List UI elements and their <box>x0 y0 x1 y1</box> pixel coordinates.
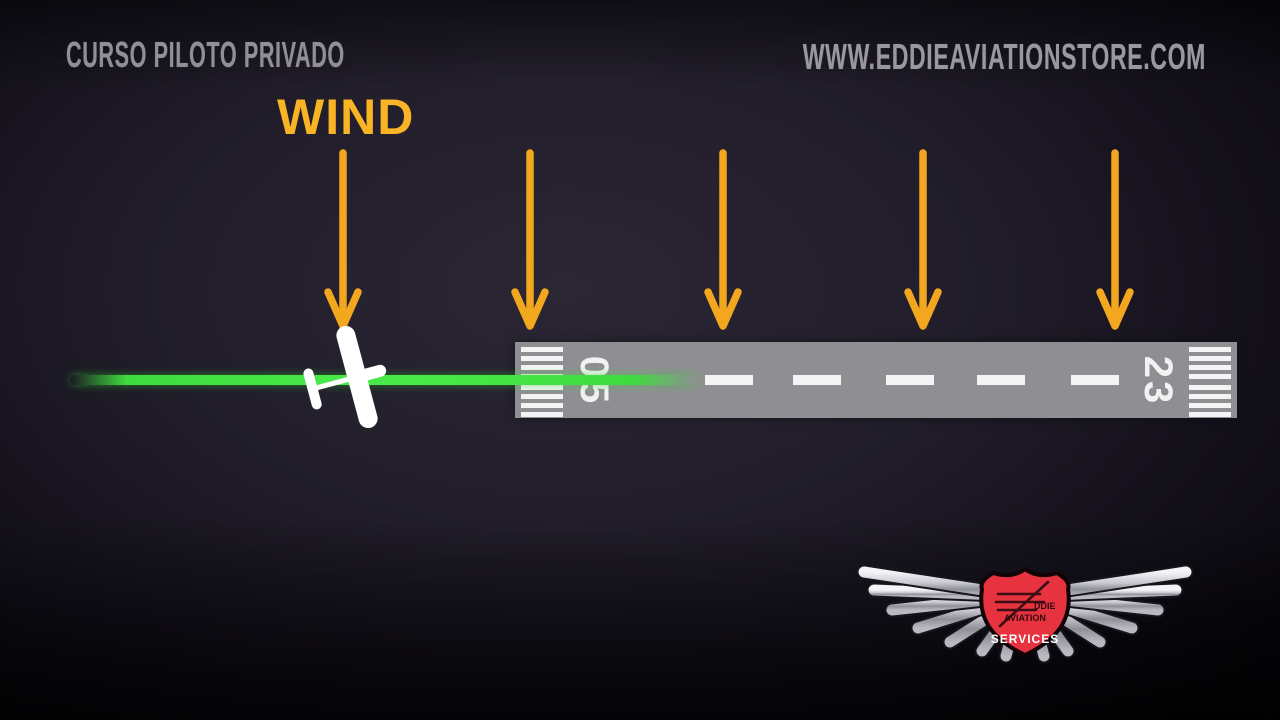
runway-centerline-dash <box>1071 375 1119 385</box>
pilot-wings-logo: DDIE AVIATION SERVICES <box>856 564 1200 664</box>
runway-threshold-stripe <box>1189 412 1231 417</box>
runway-number-23: 23 <box>1136 355 1180 407</box>
runway-threshold-stripe <box>1189 347 1231 352</box>
runway-threshold-stripe <box>1189 403 1231 408</box>
runway-threshold-stripe <box>1189 356 1231 361</box>
runway-threshold-stripe <box>521 412 563 417</box>
wind-label: WIND <box>277 89 415 145</box>
shield-icon <box>979 567 1071 657</box>
wind-arrow-icon <box>511 149 549 330</box>
shield-monogram <box>994 580 1050 628</box>
runway-threshold-stripe <box>521 356 563 361</box>
runway-threshold-stripe <box>521 347 563 352</box>
runway-threshold-stripe <box>1189 394 1231 399</box>
website-url: WWW.EDDIEAVIATIONSTORE.COM <box>802 36 1206 77</box>
wind-arrow-icon <box>904 149 942 330</box>
course-title: CURSO PILOTO PRIVADO <box>66 34 345 75</box>
logo-text-services: SERVICES <box>991 632 1059 646</box>
logo-text-ddie: DDIE <box>1034 601 1056 611</box>
runway-centerline-dash <box>886 375 934 385</box>
runway: 05 23 <box>515 342 1237 418</box>
approach-path-line <box>70 375 696 385</box>
wind-arrow-icon <box>324 149 362 330</box>
runway-threshold-stripe <box>1189 385 1231 390</box>
runway-centerline-dash <box>793 375 841 385</box>
wind-arrow-icon <box>704 149 742 330</box>
wind-arrow-icon <box>1096 149 1134 330</box>
runway-threshold-stripe <box>1189 374 1231 379</box>
runway-threshold-stripe <box>521 394 563 399</box>
airplane-tailplane <box>303 368 322 410</box>
runway-threshold-stripe <box>1189 365 1231 370</box>
runway-threshold-stripe <box>521 403 563 408</box>
airplane-icon <box>303 325 387 429</box>
logo-text-aviation: AVIATION <box>1004 613 1046 623</box>
runway-threshold-stripe <box>521 385 563 390</box>
runway-centerline-dash <box>977 375 1025 385</box>
runway-threshold-stripe <box>521 365 563 370</box>
airplane-nose <box>352 364 387 383</box>
runway-centerline-dash <box>705 375 753 385</box>
